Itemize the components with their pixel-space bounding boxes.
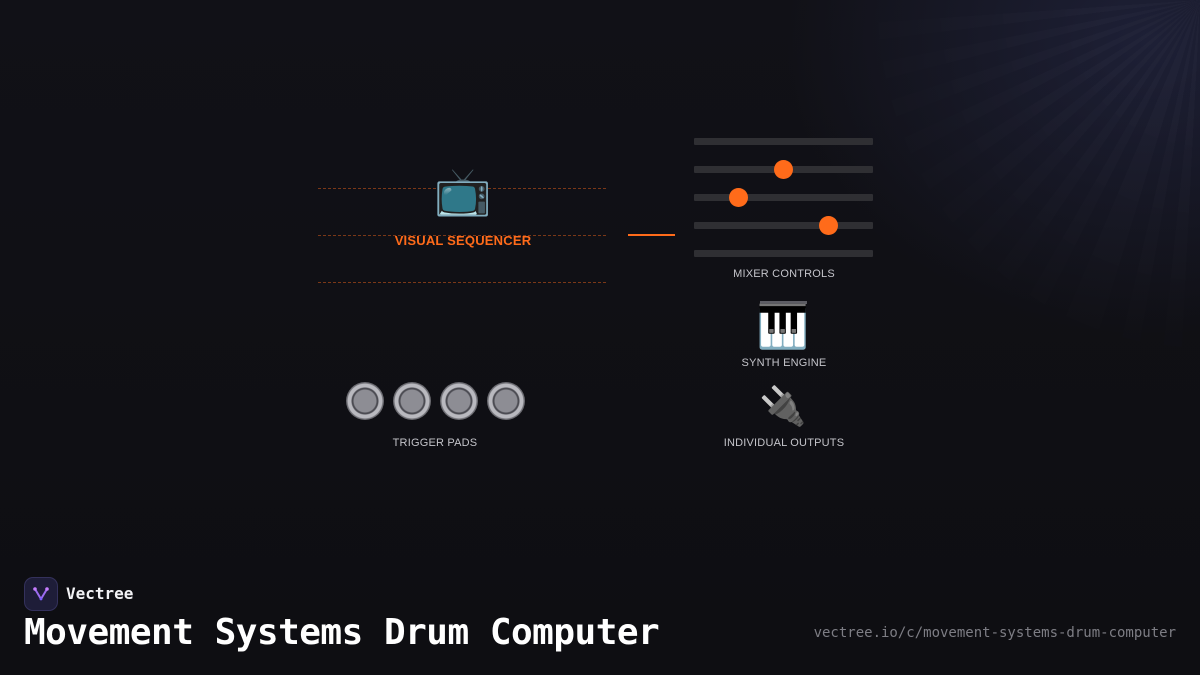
piano-keys-icon: 🎹 [756, 302, 810, 351]
synth-top-bar [760, 301, 807, 304]
fader-track [694, 138, 873, 145]
sequencer-lane-line [318, 282, 606, 283]
fader-knob[interactable] [729, 188, 749, 207]
vectree-logo [24, 577, 58, 611]
background-rays [680, 0, 1200, 600]
vectree-logo-icon [33, 587, 49, 601]
visual-sequencer-label: VISUAL SEQUENCER [394, 233, 532, 248]
fader-track [694, 194, 873, 201]
page-title: Movement Systems Drum Computer [24, 612, 660, 653]
trigger-pads-label: TRIGGER PADS [392, 437, 478, 449]
plug-icon: 🔌 [759, 384, 807, 428]
sequencer-lane-line [318, 235, 606, 236]
individual-outputs-label: INDIVIDUAL OUTPUTS [723, 437, 845, 449]
fader-track [694, 222, 873, 229]
television-icon: 📺 [434, 164, 492, 218]
page-url[interactable]: vectree.io/c/movement-systems-drum-compu… [813, 625, 1176, 641]
connector-line [628, 234, 675, 236]
pad-icon [440, 382, 478, 420]
pad-icon [393, 382, 431, 420]
pad-icon [487, 382, 525, 420]
mixer-controls-label: MIXER CONTROLS [733, 268, 835, 280]
brand-name: Vectree [66, 584, 134, 603]
pad-icon [346, 382, 384, 420]
fader-knob[interactable] [774, 160, 793, 179]
fader-knob[interactable] [818, 216, 838, 235]
sequencer-lane-line [318, 188, 606, 189]
fader-track [694, 250, 873, 257]
synth-engine-label: SYNTH ENGINE [741, 357, 827, 369]
